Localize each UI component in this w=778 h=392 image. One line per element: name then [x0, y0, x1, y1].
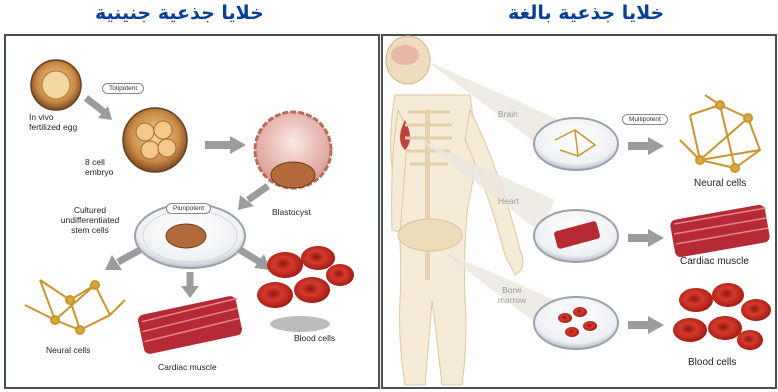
blood-cells-right-label: Blood cells [688, 357, 736, 369]
blood-cells-right-image [673, 283, 771, 350]
embryo-label: 8 cell embryo [85, 158, 113, 178]
pluripotent-tag: Pluripotent [166, 203, 211, 214]
eight-cell-embryo-image [123, 108, 187, 172]
blood-cells-left-label: Blood cells [294, 334, 335, 344]
multipotent-tag: Multipotent [622, 114, 668, 125]
fertilized-egg-image [31, 60, 81, 110]
human-skeleton-image [386, 36, 523, 385]
cardiac-muscle-right-label: Cardiac muscle [680, 256, 749, 268]
neural-cells-left-image [25, 280, 125, 334]
arrow-dish-to-blood [240, 250, 260, 262]
arrow-blastocyst-to-dish [248, 186, 268, 200]
brain-label: Brain [498, 110, 518, 120]
bone-marrow-label: Bone marrow [492, 286, 532, 306]
cardiac-muscle-left-label: Cardiac muscle [158, 363, 217, 373]
heart-label: Heart [498, 197, 519, 207]
blastocyst-label: Blastocyst [272, 208, 311, 218]
cultured-stem-cells-label: Cultured undifferentiated stem cells [50, 206, 130, 235]
cardiac-muscle-left-image [137, 295, 243, 355]
totipotent-tag: Totipotent [102, 83, 144, 94]
cardiac-muscle-right-image [669, 204, 770, 258]
egg-label: In vivo fertilized egg [29, 113, 77, 133]
brain-dish-image [534, 118, 618, 170]
bone-marrow-dish-image [534, 297, 618, 349]
neural-cells-right-image [680, 95, 760, 172]
arrow-egg-to-embryo [86, 98, 104, 112]
blood-cells-left-image [257, 246, 354, 332]
neural-cells-left-label: Neural cells [46, 346, 90, 356]
heart-dish-image [534, 210, 618, 262]
arrow-dish-to-neural [118, 250, 140, 262]
neural-cells-right-label: Neural cells [694, 178, 746, 190]
blastocyst-image [255, 112, 331, 188]
